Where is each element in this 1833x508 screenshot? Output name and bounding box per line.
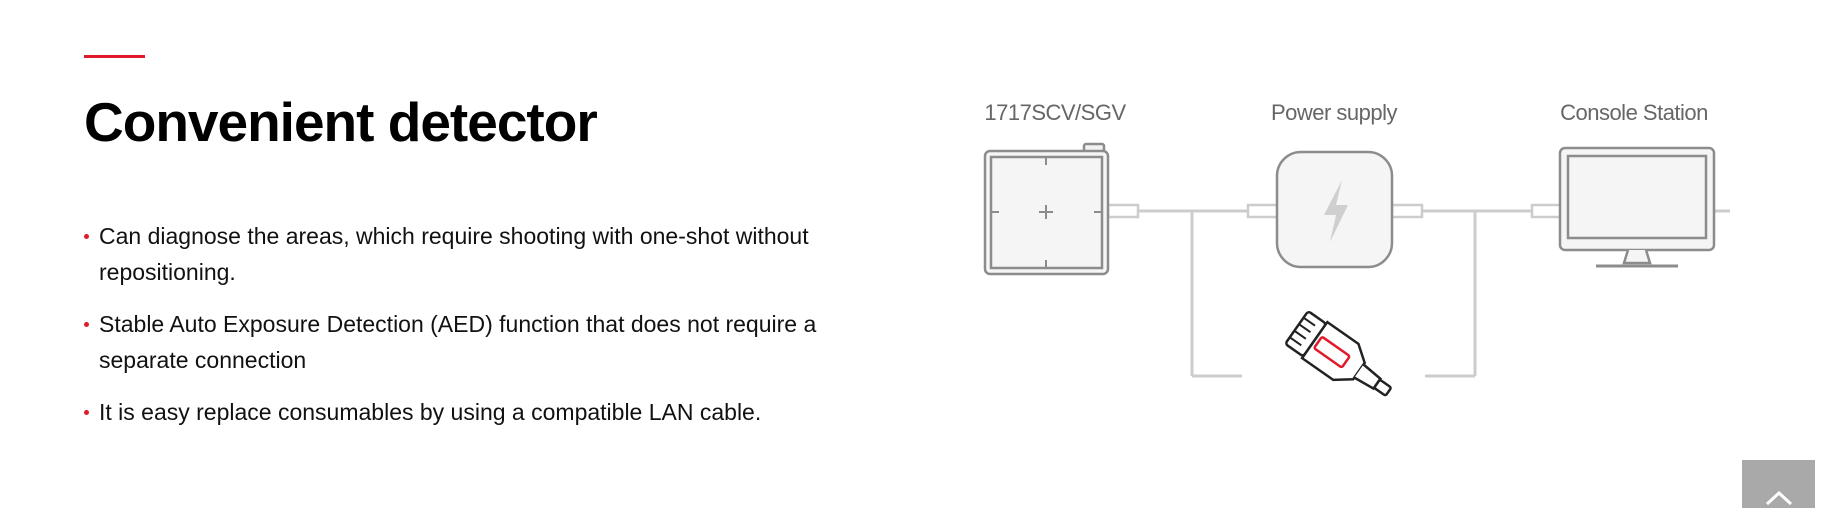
feature-list: Can diagnose the areas, which require sh… — [84, 218, 884, 446]
detector-icon — [983, 142, 1110, 276]
bullet-icon — [84, 410, 89, 415]
lightning-icon — [1324, 180, 1348, 242]
page-title: Convenient detector — [84, 91, 598, 153]
label-detector: 1717SCV/SGV — [984, 100, 1126, 125]
connection-diagram: 1717SCV/SGV Power supply Console Station — [970, 90, 1730, 440]
bullet-icon — [84, 322, 89, 327]
lan-cable-icon — [1285, 311, 1392, 397]
chevron-up-icon — [1765, 490, 1793, 506]
list-item: Can diagnose the areas, which require sh… — [84, 218, 884, 290]
list-item: Stable Auto Exposure Detection (AED) fun… — [84, 306, 884, 378]
feature-text: Can diagnose the areas, which require sh… — [99, 223, 809, 285]
diagram-graphic — [983, 142, 1730, 397]
feature-text: Stable Auto Exposure Detection (AED) fun… — [99, 311, 817, 373]
label-console-station: Console Station — [1560, 100, 1708, 125]
title-accent-line — [84, 55, 145, 58]
list-item: It is easy replace consumables by using … — [84, 394, 884, 430]
monitor-icon — [1558, 146, 1716, 268]
feature-text: It is easy replace consumables by using … — [99, 399, 762, 425]
power-supply-icon — [1275, 150, 1394, 269]
bullet-icon — [84, 234, 89, 239]
label-power-supply: Power supply — [1270, 100, 1398, 125]
scroll-top-button[interactable] — [1742, 460, 1815, 508]
